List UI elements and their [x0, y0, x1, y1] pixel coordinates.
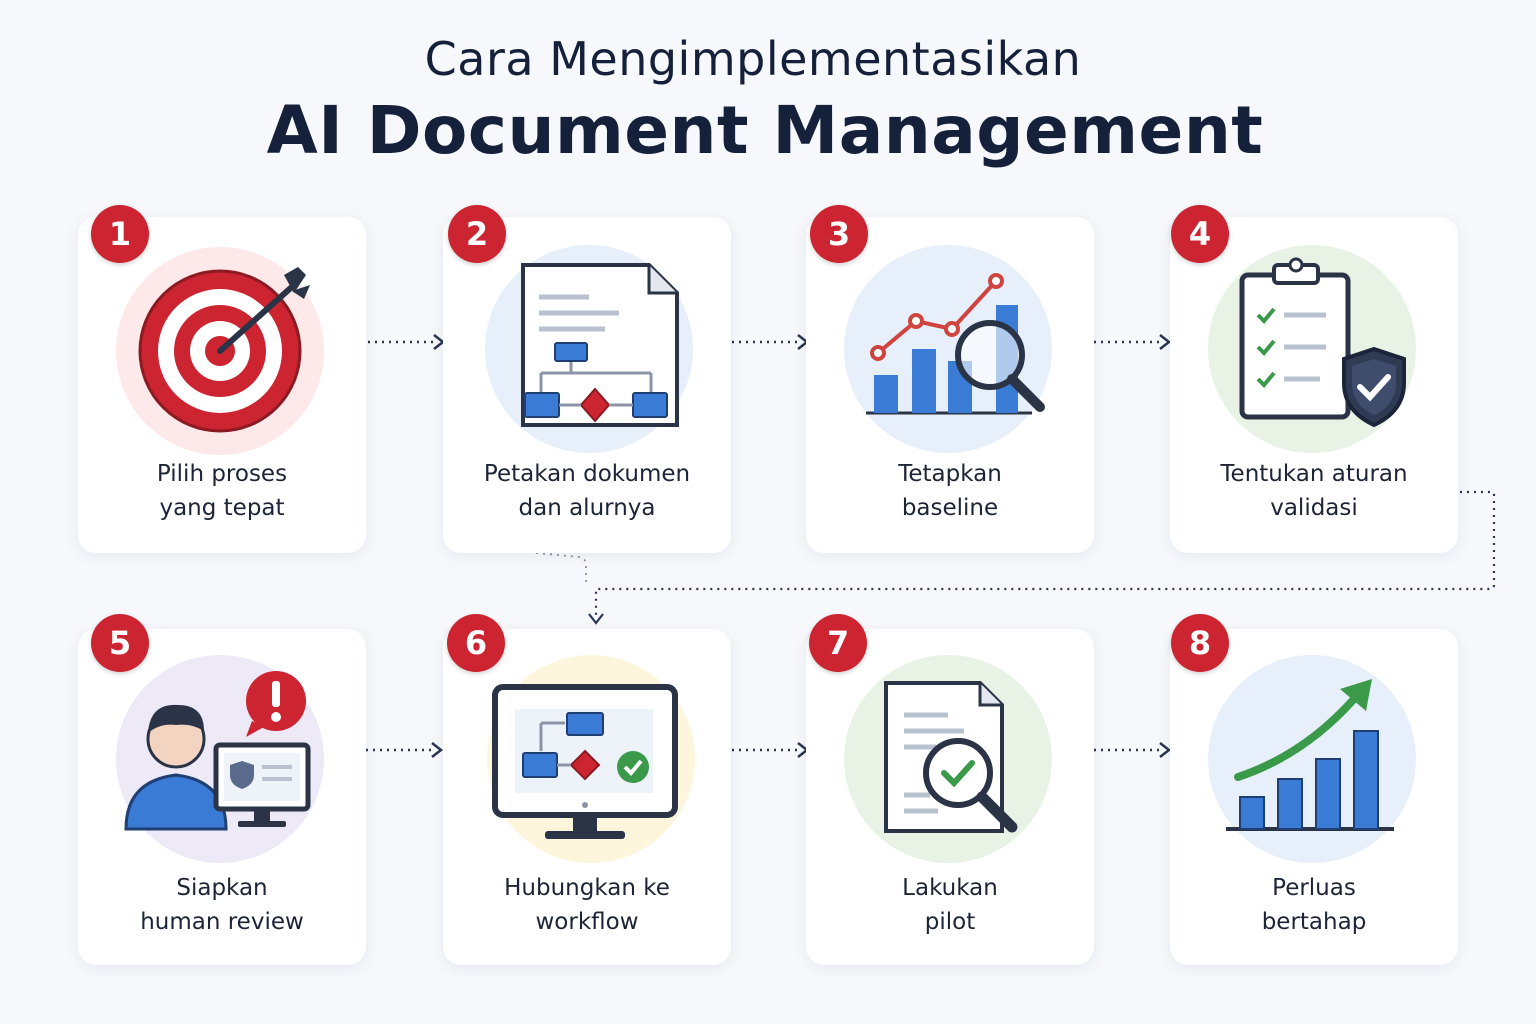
connector-arrow-7-8 — [1094, 742, 1172, 758]
clipboard-shield-icon — [1208, 245, 1416, 453]
document-flowchart-icon — [485, 245, 693, 453]
chart-magnifier-icon — [844, 245, 1052, 453]
connector-arrow-6-7 — [732, 742, 810, 758]
step-badge-1: 1 — [91, 205, 149, 263]
step-badge-3: 3 — [810, 205, 868, 263]
step-badge-2: 2 — [448, 205, 506, 263]
step-badge-7: 7 — [809, 614, 867, 672]
connector-arrow-2-3 — [732, 334, 810, 350]
step-badge-8: 8 — [1171, 614, 1229, 672]
target-icon — [116, 247, 324, 455]
document-magnifier-check-icon — [844, 655, 1052, 863]
step-badge-6: 6 — [447, 614, 505, 672]
connector-arrow-3-4 — [1094, 334, 1172, 350]
person-monitor-alert-icon — [116, 655, 324, 863]
connector-arrow-1-2 — [368, 334, 446, 350]
step-badge-4: 4 — [1171, 205, 1229, 263]
step-badge-5: 5 — [91, 614, 149, 672]
connector-arrow-4-6 — [535, 490, 1496, 625]
growth-chart-icon — [1208, 655, 1416, 863]
monitor-workflow-icon — [487, 655, 695, 863]
page-title-line2: AI Document Management — [266, 92, 1264, 169]
page-title-line1: Cara Mengimplementasikan — [424, 32, 1082, 86]
connector-arrow-5-6 — [366, 742, 444, 758]
